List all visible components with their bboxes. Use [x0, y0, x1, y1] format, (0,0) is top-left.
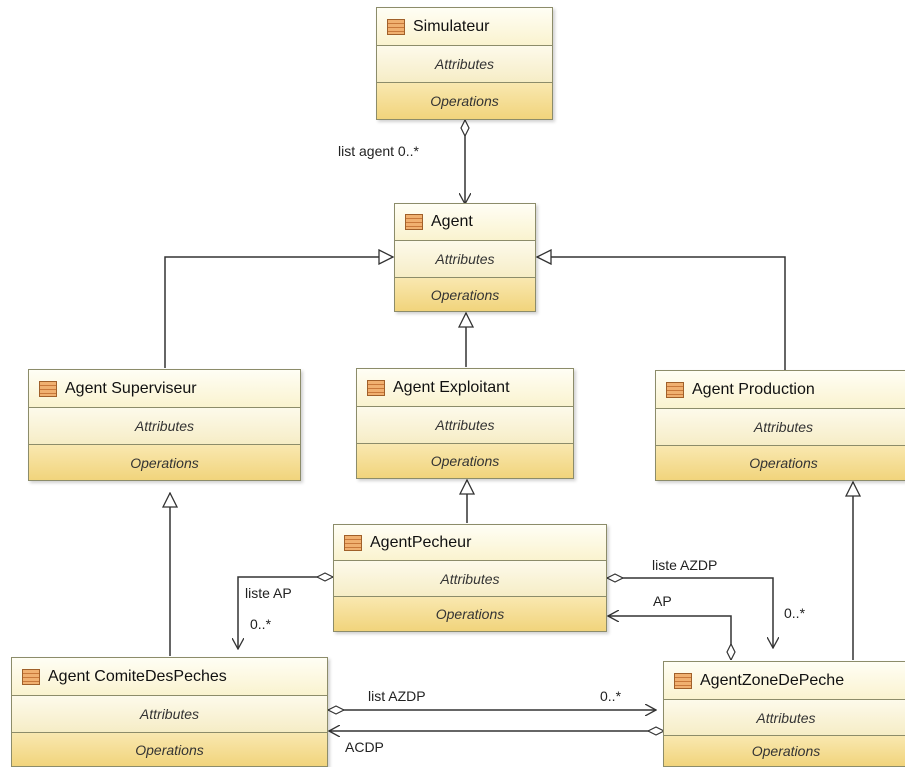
class-icon [405, 214, 423, 230]
class-agent[interactable]: Agent Attributes Operations [394, 203, 536, 312]
operations-section: Operations [664, 736, 905, 766]
attributes-section: Attributes [12, 696, 327, 733]
class-icon [666, 381, 684, 398]
class-name: Agent [431, 213, 473, 230]
attributes-section: Attributes [334, 561, 606, 597]
class-agent-pecheur[interactable]: AgentPecheur Attributes Operations [333, 524, 607, 632]
label-mult-list-azdp: 0..* [600, 688, 622, 704]
class-name: Agent ComiteDesPeches [48, 667, 227, 685]
attributes-section: Attributes [357, 407, 573, 444]
operations-section: Operations [29, 445, 300, 480]
class-name: Simulateur [413, 17, 490, 35]
attributes-section: Attributes [395, 241, 535, 278]
label-list-agent: list agent 0..* [338, 143, 419, 159]
class-header: Agent Superviseur [29, 370, 300, 408]
class-agentzonedepeche[interactable]: AgentZoneDePeche Attributes Operations [663, 661, 905, 767]
class-icon [39, 380, 57, 397]
attributes-section: Attributes [29, 408, 300, 445]
class-icon [674, 672, 692, 689]
class-icon [344, 534, 362, 551]
attributes-section: Attributes [664, 700, 905, 736]
class-header: Simulateur [377, 8, 552, 46]
class-name: Agent Exploitant [393, 378, 510, 396]
class-name: Agent Production [692, 380, 815, 398]
label-ap: AP [653, 593, 672, 609]
class-name: AgentPecheur [370, 533, 472, 551]
attributes-section: Attributes [377, 46, 552, 83]
label-list-azdp: list AZDP [368, 688, 426, 704]
class-header: Agent Production [656, 371, 905, 409]
class-agent-superviseur[interactable]: Agent Superviseur Attributes Operations [28, 369, 301, 481]
class-name: Agent Superviseur [65, 379, 197, 397]
class-header: Agent [395, 204, 535, 241]
class-name: AgentZoneDePeche [700, 671, 845, 689]
class-icon [387, 18, 405, 35]
attributes-section: Attributes [656, 409, 905, 446]
class-icon [22, 668, 40, 685]
label-acdp: ACDP [345, 739, 384, 755]
label-liste-ap: liste AP [245, 585, 292, 601]
edge-liste-ap [238, 577, 333, 649]
label-mult-azdp: 0..* [784, 605, 806, 621]
operations-section: Operations [12, 733, 327, 766]
edge-ap [608, 616, 731, 660]
class-header: Agent ComiteDesPeches [12, 658, 327, 696]
operations-section: Operations [656, 446, 905, 480]
class-simulateur[interactable]: Simulateur Attributes Operations [376, 7, 553, 120]
class-header: AgentZoneDePeche [664, 662, 905, 700]
class-agent-exploitant[interactable]: Agent Exploitant Attributes Operations [356, 368, 574, 479]
edge-liste-azdp [607, 578, 773, 648]
edge-superviseur-agent [164, 257, 393, 368]
class-icon [367, 379, 385, 396]
operations-section: Operations [334, 597, 606, 631]
class-agent-production[interactable]: Agent Production Attributes Operations [655, 370, 905, 481]
operations-section: Operations [357, 444, 573, 478]
operations-section: Operations [377, 83, 552, 119]
edge-production-agent [537, 257, 786, 370]
class-agent-comitedespeches[interactable]: Agent ComiteDesPeches Attributes Operati… [11, 657, 328, 767]
class-header: AgentPecheur [334, 525, 606, 561]
operations-section: Operations [395, 278, 535, 311]
label-liste-azdp: liste AZDP [652, 557, 718, 573]
label-mult-ap: 0..* [250, 616, 272, 632]
class-header: Agent Exploitant [357, 369, 573, 407]
